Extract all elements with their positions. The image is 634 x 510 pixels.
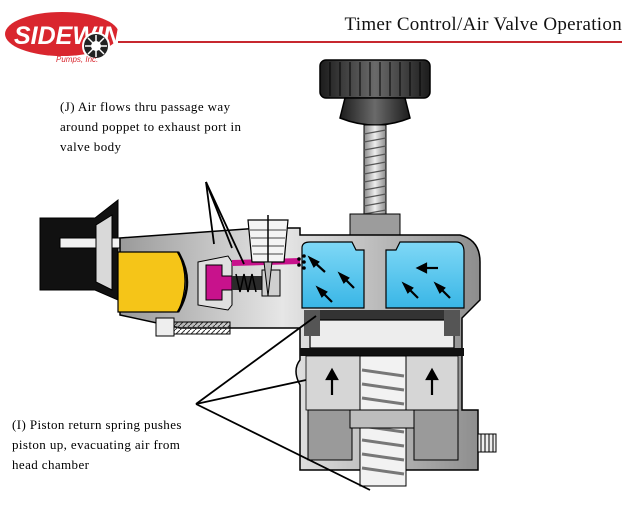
sidewinder-logo: SIDEWINDER Pumps, Inc. [5, 12, 124, 64]
caption-j: (J) Air flows thru passage way around po… [60, 99, 242, 154]
exhaust-port [297, 254, 306, 270]
title-rule [118, 41, 622, 43]
air-flow-arrows [307, 255, 451, 303]
page-title: Timer Control/Air Valve Operation [344, 14, 622, 35]
needle-valve [247, 215, 289, 297]
piston-up-arrows [325, 367, 439, 395]
logo-subtext: Pumps, Inc. [56, 55, 98, 64]
leader-lines-i [195, 315, 371, 491]
adjustment-knob [319, 59, 431, 126]
caption-i: (I) Piston return spring pushes piston u… [12, 417, 182, 472]
leader-lines-j [205, 181, 245, 265]
piston [300, 310, 464, 356]
air-chamber [301, 241, 465, 309]
